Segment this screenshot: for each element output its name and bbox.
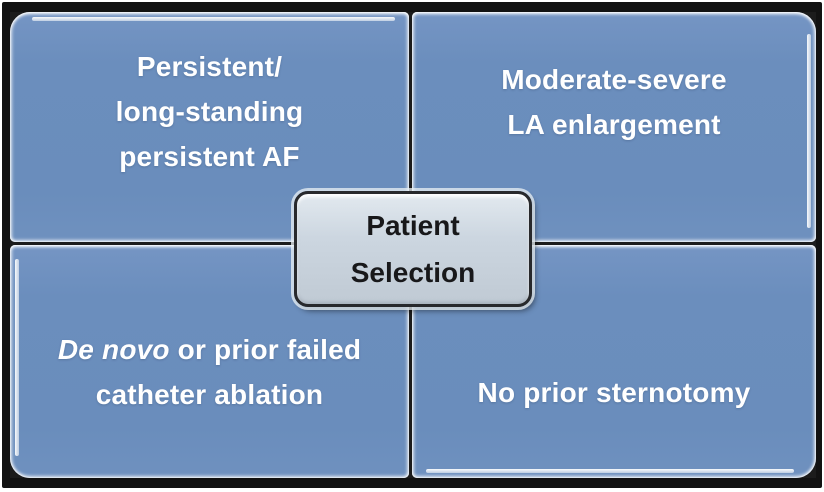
text-line: long-standing (115, 95, 304, 127)
text-line: No prior sternotomy (477, 377, 751, 408)
text-line: LA enlargement (507, 109, 721, 140)
text-line: catheter ablation (95, 378, 324, 410)
text-line: Persistent/ (136, 50, 283, 82)
quadrant-catheter-ablation-text: De novo or prior failed catheter ablatio… (58, 327, 361, 417)
quadrant-persistent-af-text: Persistent/ long-standing persistent AF (116, 44, 304, 179)
quadrant-persistent-af: Persistent/ long-standing persistent AF (10, 12, 409, 242)
quadrant-grid: Persistent/ long-standing persistent AF … (10, 12, 816, 478)
italic-text: De novo (57, 333, 170, 365)
text-line: Selection (350, 257, 476, 288)
quadrant-la-enlargement-text: Moderate-severe LA enlargement (501, 57, 727, 147)
patient-selection-center-box: Patient Selection (294, 191, 532, 307)
regular-text: or prior failed (169, 333, 362, 365)
text-line: persistent AF (119, 140, 300, 172)
quadrant-no-sternotomy-text: No prior sternotomy (478, 370, 751, 415)
text-line: Moderate-severe (501, 64, 727, 95)
text-line: Patient (366, 210, 460, 241)
text-line: De novo or prior failed (58, 327, 361, 372)
center-box-text: Patient Selection (351, 202, 475, 296)
